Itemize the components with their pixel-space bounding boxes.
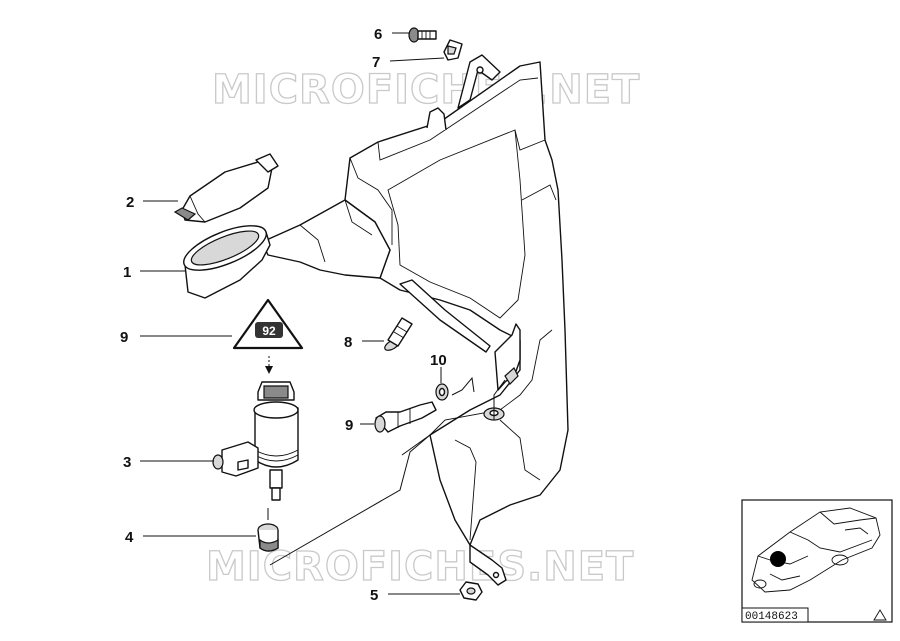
callout-7: 7 xyxy=(372,54,380,71)
hose-connector-9 xyxy=(374,401,437,433)
diagram-code: 00148623 xyxy=(745,611,798,623)
filler-cap xyxy=(173,153,279,223)
callout-9-connector: 9 xyxy=(345,417,353,434)
washer-reservoir xyxy=(261,54,569,586)
arrow-down-icon xyxy=(265,366,273,374)
callout-4: 4 xyxy=(125,529,134,546)
callout-10: 10 xyxy=(430,352,447,369)
callout-3: 3 xyxy=(123,454,131,471)
watermark-bottom: MICROFICHES.NET xyxy=(206,544,634,590)
thumbnail-location-marker xyxy=(770,551,786,567)
corner-triangle-icon xyxy=(873,609,887,621)
callout-9-warning: 9 xyxy=(120,329,128,346)
nut-5 xyxy=(459,581,483,601)
car-thumbnail: 00148623 xyxy=(741,499,893,623)
grommet-10 xyxy=(435,383,449,401)
callout-1: 1 xyxy=(123,264,131,281)
mounting-strap xyxy=(399,279,491,353)
bolt-8 xyxy=(384,317,413,351)
callout-6: 6 xyxy=(374,26,382,43)
warning-label-code: 92 xyxy=(262,324,276,338)
clip-7 xyxy=(443,39,463,61)
washer-pump xyxy=(212,381,299,501)
filler-neck xyxy=(183,225,271,299)
car-thumbnail-icon xyxy=(751,507,881,593)
watermark-top: MICROFICHES.NET xyxy=(212,67,640,113)
callout-2: 2 xyxy=(126,194,134,211)
warning-label: 92 xyxy=(232,298,304,350)
callout-8: 8 xyxy=(344,334,352,351)
grommet-4 xyxy=(257,508,279,552)
bolt-6 xyxy=(408,27,437,43)
callout-5: 5 xyxy=(370,587,378,604)
